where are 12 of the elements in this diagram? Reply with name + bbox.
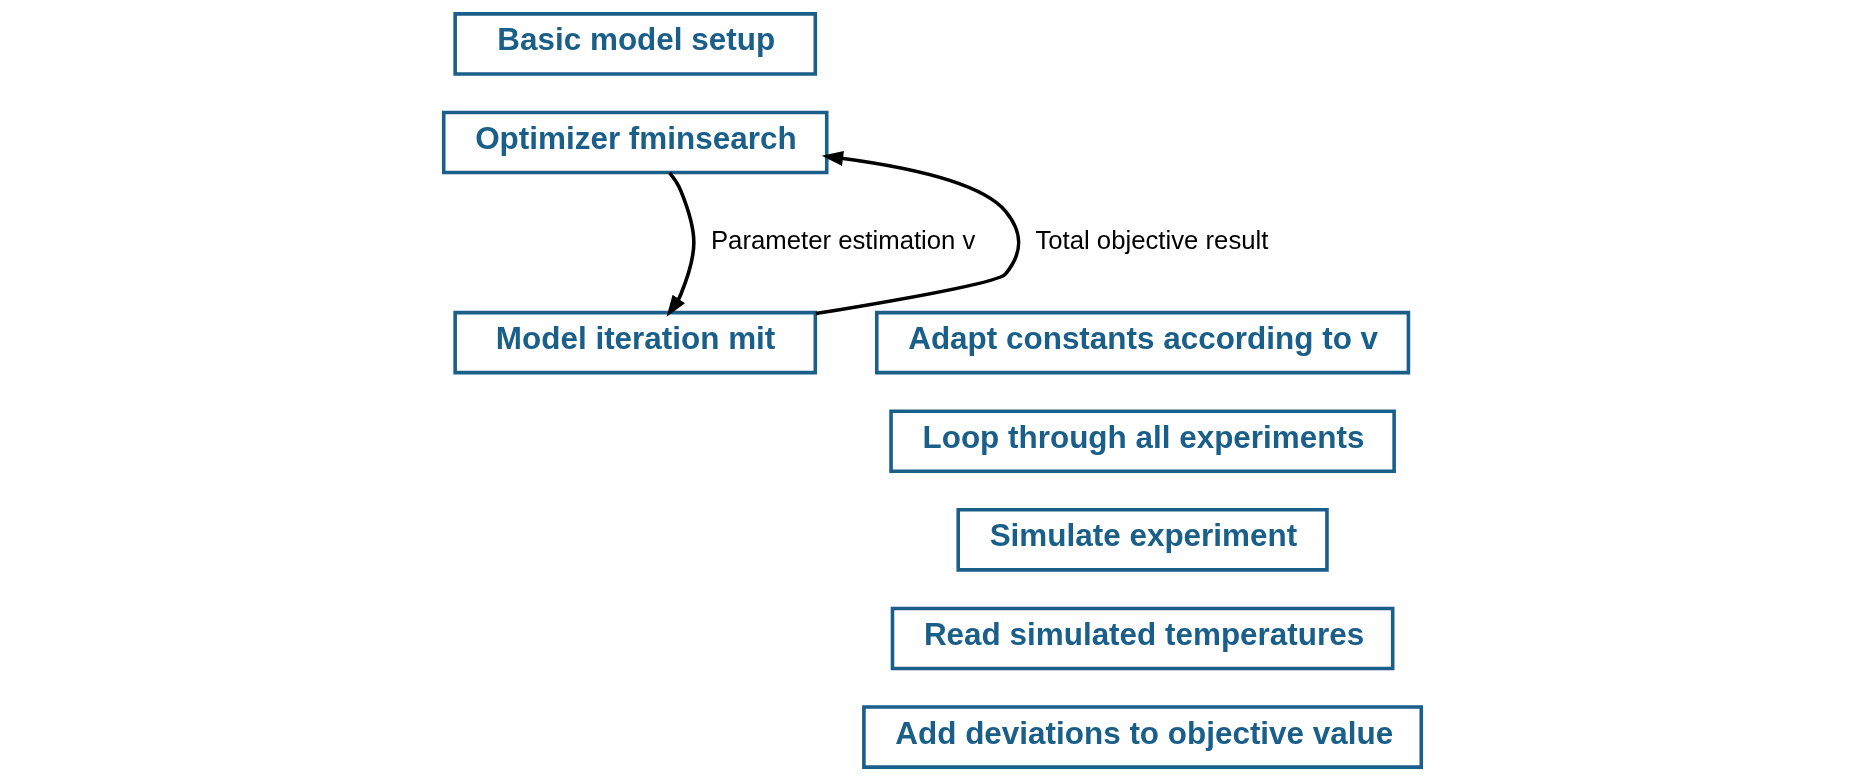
node-box: Basic model setup [453,12,818,76]
arrow [666,171,696,317]
edge-label: Total objective result [1035,225,1269,254]
node-box: Read simulated temperatures [890,606,1395,671]
node-box: Loop through all experiments [889,409,1396,474]
node-box: Add deviations to objective value [862,705,1424,769]
edge-label: Parameter estimation v [710,225,976,254]
node-box: Model iteration mit [453,310,818,375]
node-box: Simulate experiment [956,508,1329,572]
node-box: Adapt constants according to v [874,310,1411,375]
arrow [815,151,1021,316]
node-box: Optimizer fminsearch [441,110,829,175]
